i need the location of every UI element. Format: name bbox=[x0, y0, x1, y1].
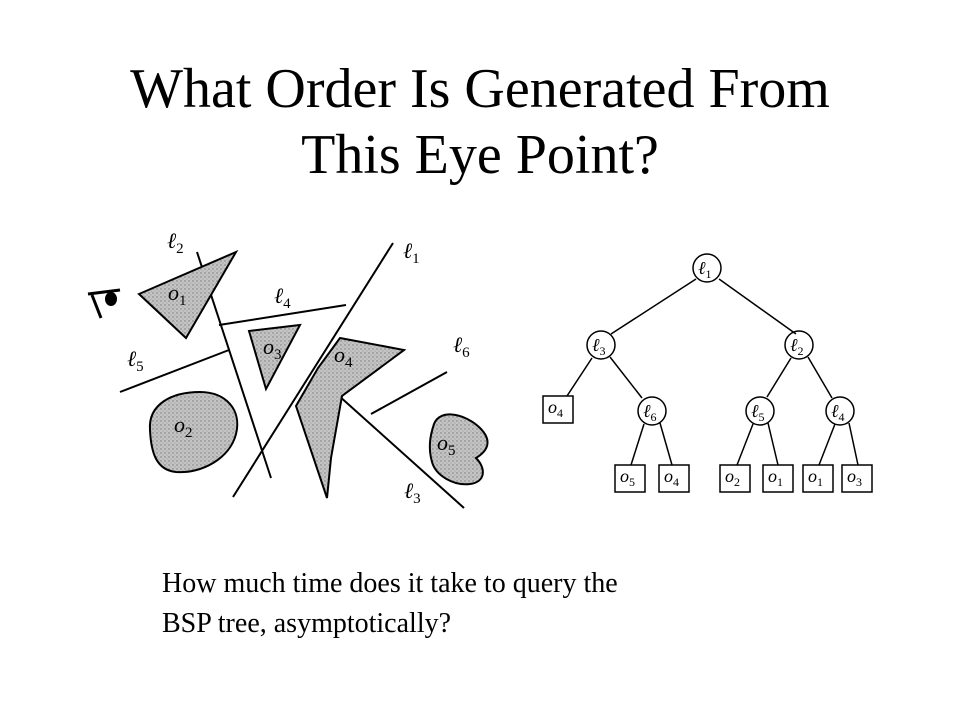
tree-labels: ℓ1 ℓ3 ℓ2 ℓ6 ℓ5 ℓ4 o4 o5 o4 o2 o1 o1 o3 bbox=[548, 258, 862, 489]
scene-labels: ℓ1 ℓ2 ℓ3 ℓ4 ℓ5 ℓ6 o1 o2 o3 o4 o5 bbox=[127, 228, 470, 507]
tree-label-o1-b: o1 bbox=[808, 466, 823, 489]
tree-leaf-o4-a bbox=[542, 395, 574, 424]
slide-title: What Order Is Generated From This Eye Po… bbox=[0, 56, 960, 188]
object-o4-shape bbox=[294, 336, 407, 499]
tree-label-l4: ℓ4 bbox=[831, 401, 845, 424]
label-l4: ℓ4 bbox=[274, 283, 291, 312]
line-l1 bbox=[232, 242, 394, 498]
tree-node-l3 bbox=[586, 330, 616, 360]
label-o1: o1 bbox=[168, 280, 187, 309]
tree-label-o3: o3 bbox=[847, 466, 862, 489]
label-o3: o3 bbox=[263, 334, 282, 363]
label-o2: o2 bbox=[174, 412, 193, 441]
line-l6 bbox=[370, 371, 448, 415]
tree-leaf-o4-b bbox=[658, 464, 690, 493]
question-line-2: BSP tree, asymptotically? bbox=[162, 608, 452, 639]
label-o4: o4 bbox=[334, 342, 353, 371]
tree-leaf-o3 bbox=[841, 464, 873, 493]
tree-label-l1: ℓ1 bbox=[698, 258, 712, 281]
object-o1-shape bbox=[137, 249, 239, 340]
line-l4 bbox=[218, 304, 347, 326]
label-l5: ℓ5 bbox=[127, 346, 144, 375]
question-line-1: How much time does it take to query the bbox=[162, 568, 618, 599]
tree-label-o1-a: o1 bbox=[768, 466, 783, 489]
line-l3 bbox=[337, 394, 465, 509]
tree-node-l6 bbox=[637, 396, 667, 426]
question-text: How much time does it take to query the … bbox=[162, 564, 862, 644]
tree-label-o2: o2 bbox=[725, 466, 740, 489]
object-o5-shape bbox=[428, 413, 489, 486]
label-l3: ℓ3 bbox=[404, 478, 421, 507]
scene bbox=[87, 242, 489, 509]
eye-icon bbox=[87, 288, 121, 319]
tree-label-o4-a: o4 bbox=[548, 397, 563, 420]
title-line-1: What Order Is Generated From bbox=[130, 58, 830, 120]
tree-label-o5: o5 bbox=[620, 466, 635, 489]
label-l6: ℓ6 bbox=[453, 332, 470, 361]
tree-label-l5: ℓ5 bbox=[751, 401, 765, 424]
tree-node-l4 bbox=[825, 396, 855, 426]
label-l2: ℓ2 bbox=[167, 228, 184, 257]
tree-node-l2 bbox=[784, 330, 814, 360]
line-l5 bbox=[119, 349, 230, 393]
object-o2-shape bbox=[148, 390, 239, 474]
object-o3-shape bbox=[247, 323, 302, 392]
tree-edges bbox=[566, 278, 859, 466]
label-l1: ℓ1 bbox=[403, 238, 420, 267]
tree-node-l5 bbox=[745, 396, 775, 426]
tree-label-l6: ℓ6 bbox=[643, 401, 657, 424]
tree-node-l1 bbox=[692, 253, 722, 283]
tree-label-l3: ℓ3 bbox=[592, 335, 606, 358]
tree-leaf-o2 bbox=[719, 464, 751, 493]
tree-leaf-o1-a bbox=[762, 464, 794, 493]
bsp-tree bbox=[542, 253, 873, 493]
label-o5: o5 bbox=[437, 430, 456, 459]
tree-label-o4-b: o4 bbox=[664, 466, 679, 489]
tree-leaf-o1-b bbox=[802, 464, 834, 493]
title-line-2: This Eye Point? bbox=[301, 124, 659, 186]
tree-label-l2: ℓ2 bbox=[790, 335, 804, 358]
tree-leaf-o5 bbox=[614, 464, 646, 493]
